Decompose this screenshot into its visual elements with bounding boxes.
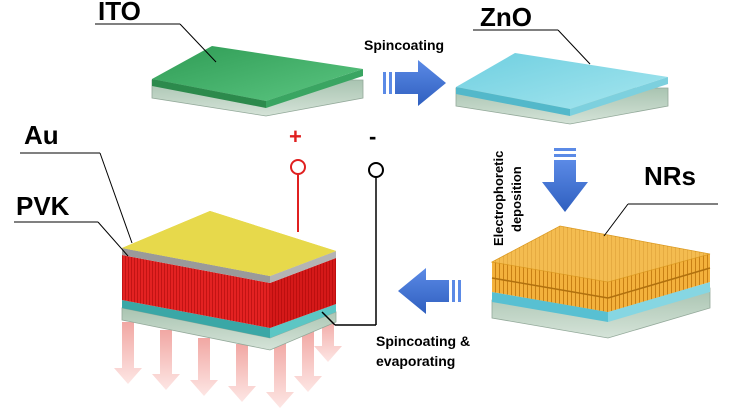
- au-label: Au: [24, 120, 59, 150]
- nrs-label: NRs: [644, 161, 696, 191]
- minus-sign: -: [369, 124, 376, 149]
- negative-electrode: -: [321, 124, 384, 326]
- spincoating-arrow: [383, 60, 446, 106]
- pvk-label: PVK: [16, 191, 70, 221]
- negative-terminal-icon: [368, 162, 384, 178]
- final-device: [121, 211, 337, 351]
- plus-sign: +: [289, 124, 302, 149]
- positive-terminal-icon: [290, 159, 306, 175]
- spin-evap-label-line2: evaporating: [376, 353, 455, 369]
- ito-substrate: [151, 46, 364, 117]
- spincoating-label: Spincoating: [364, 37, 444, 53]
- emission-arrows: [114, 318, 342, 408]
- nrs-stack: [490, 225, 711, 339]
- deposition-label: deposition: [509, 166, 524, 232]
- electrophoretic-label: Electrophoretic: [491, 151, 506, 246]
- positive-electrode: +: [289, 124, 306, 232]
- zno-label: ZnO: [480, 2, 532, 32]
- spin-evap-label-line1: Spincoating &: [376, 333, 470, 349]
- zno-substrate: [455, 53, 669, 125]
- ito-label: ITO: [98, 0, 141, 26]
- spin-evap-arrow: [398, 268, 461, 314]
- electrophoretic-arrow: [542, 148, 588, 212]
